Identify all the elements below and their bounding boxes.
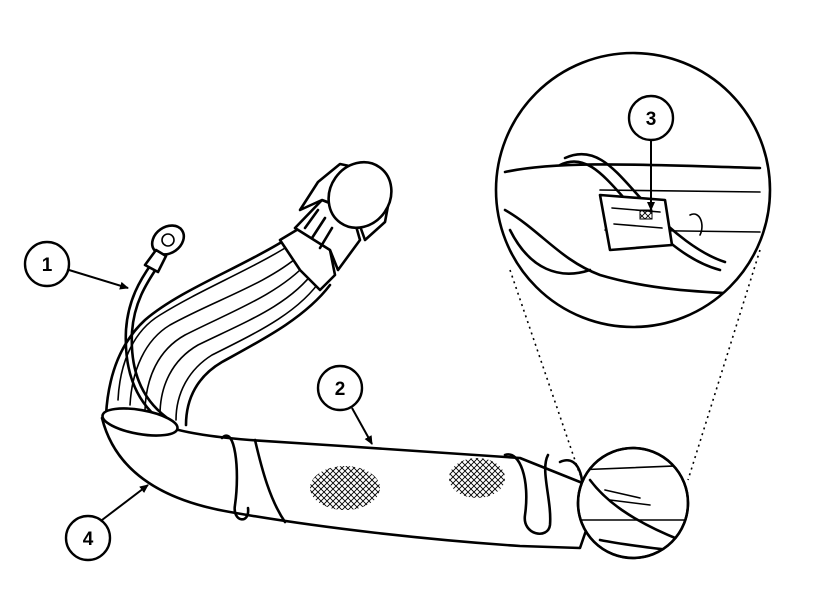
callout-4: 4: [64, 484, 149, 562]
detail-source-circle: [576, 446, 690, 560]
callout-4-label: 4: [83, 529, 94, 550]
callout-2: 2: [316, 364, 373, 445]
callout-2-label: 2: [335, 379, 346, 400]
callout-3-label: 3: [646, 109, 657, 130]
connector: [278, 160, 393, 292]
ground-wire: [124, 224, 193, 499]
callout-1: 1: [23, 240, 129, 290]
callout-3: 3: [627, 94, 675, 211]
callout-1-label: 1: [42, 255, 53, 276]
detail-view: [494, 51, 772, 329]
wire-bundle: [104, 238, 332, 427]
harness-sleeve: [100, 407, 602, 550]
magnification-lines: [509, 249, 761, 481]
